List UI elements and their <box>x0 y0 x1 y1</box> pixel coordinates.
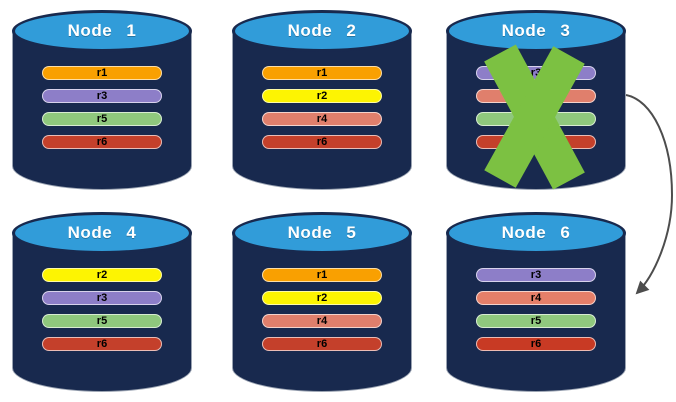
node-6-title: Node 6 <box>501 223 571 242</box>
node-1-cylinder-top: Node 1 <box>12 10 192 52</box>
replica-bar: r5 <box>42 314 162 328</box>
node-2-title: Node 2 <box>287 21 357 40</box>
replica-bar: r6 <box>42 135 162 149</box>
replica-bar: r1 <box>262 66 382 80</box>
node-5-replica-list: r1 r2 r4 r6 <box>262 268 382 351</box>
replica-bar: r3 <box>42 89 162 103</box>
replica-bar: r1 <box>262 268 382 282</box>
replica-bar: r2 <box>42 268 162 282</box>
node-6: Node 6 r3 r4 r5 r6 <box>446 212 626 394</box>
node-5-title: Node 5 <box>287 223 357 242</box>
replica-bar: r5 <box>476 314 596 328</box>
node-2-cylinder-top: Node 2 <box>232 10 412 52</box>
node-5-cylinder-body <box>232 232 412 392</box>
node-4: Node 4 r2 r3 r5 r6 <box>12 212 192 394</box>
node-4-cylinder-top: Node 4 <box>12 212 192 254</box>
replica-bar: r6 <box>42 337 162 351</box>
replica-bar: r6 <box>476 337 596 351</box>
node-3-title: Node 3 <box>501 21 571 40</box>
node-2: Node 2 r1 r2 r4 r6 <box>232 10 412 192</box>
replica-bar: r4 <box>476 291 596 305</box>
replica-bar: r1 <box>42 66 162 80</box>
node-1: Node 1 r1 r3 r5 r6 <box>12 10 192 192</box>
node-4-title: Node 4 <box>67 223 137 242</box>
node-5-cylinder-top: Node 5 <box>232 212 412 254</box>
node-5: Node 5 r1 r2 r4 r6 <box>232 212 412 394</box>
replica-bar: r3 <box>476 268 596 282</box>
node-4-cylinder-body <box>12 232 192 392</box>
node-4-replica-list: r2 r3 r5 r6 <box>42 268 162 351</box>
replica-bar: r2 <box>262 291 382 305</box>
node-6-cylinder-body <box>446 232 626 392</box>
node-3: Node 3 r3 r4 r5 r6 <box>446 10 626 192</box>
node-6-cylinder-top: Node 6 <box>446 212 626 254</box>
replica-bar: r5 <box>42 112 162 126</box>
replica-bar: r4 <box>262 112 382 126</box>
replica-bar: r6 <box>262 135 382 149</box>
node-1-replica-list: r1 r3 r5 r6 <box>42 66 162 149</box>
replica-bar: r3 <box>42 291 162 305</box>
node-1-cylinder-body <box>12 30 192 190</box>
node-2-replica-list: r1 r2 r4 r6 <box>262 66 382 149</box>
replica-bar: r4 <box>262 314 382 328</box>
node-2-cylinder-body <box>232 30 412 190</box>
node-3-cylinder-top: Node 3 <box>446 10 626 52</box>
node-1-title: Node 1 <box>67 21 137 40</box>
node-6-replica-list: r3 r4 r5 r6 <box>476 268 596 351</box>
replica-bar: r6 <box>262 337 382 351</box>
failure-x-icon <box>484 44 585 190</box>
recovery-arrow <box>625 94 674 295</box>
replica-bar: r2 <box>262 89 382 103</box>
